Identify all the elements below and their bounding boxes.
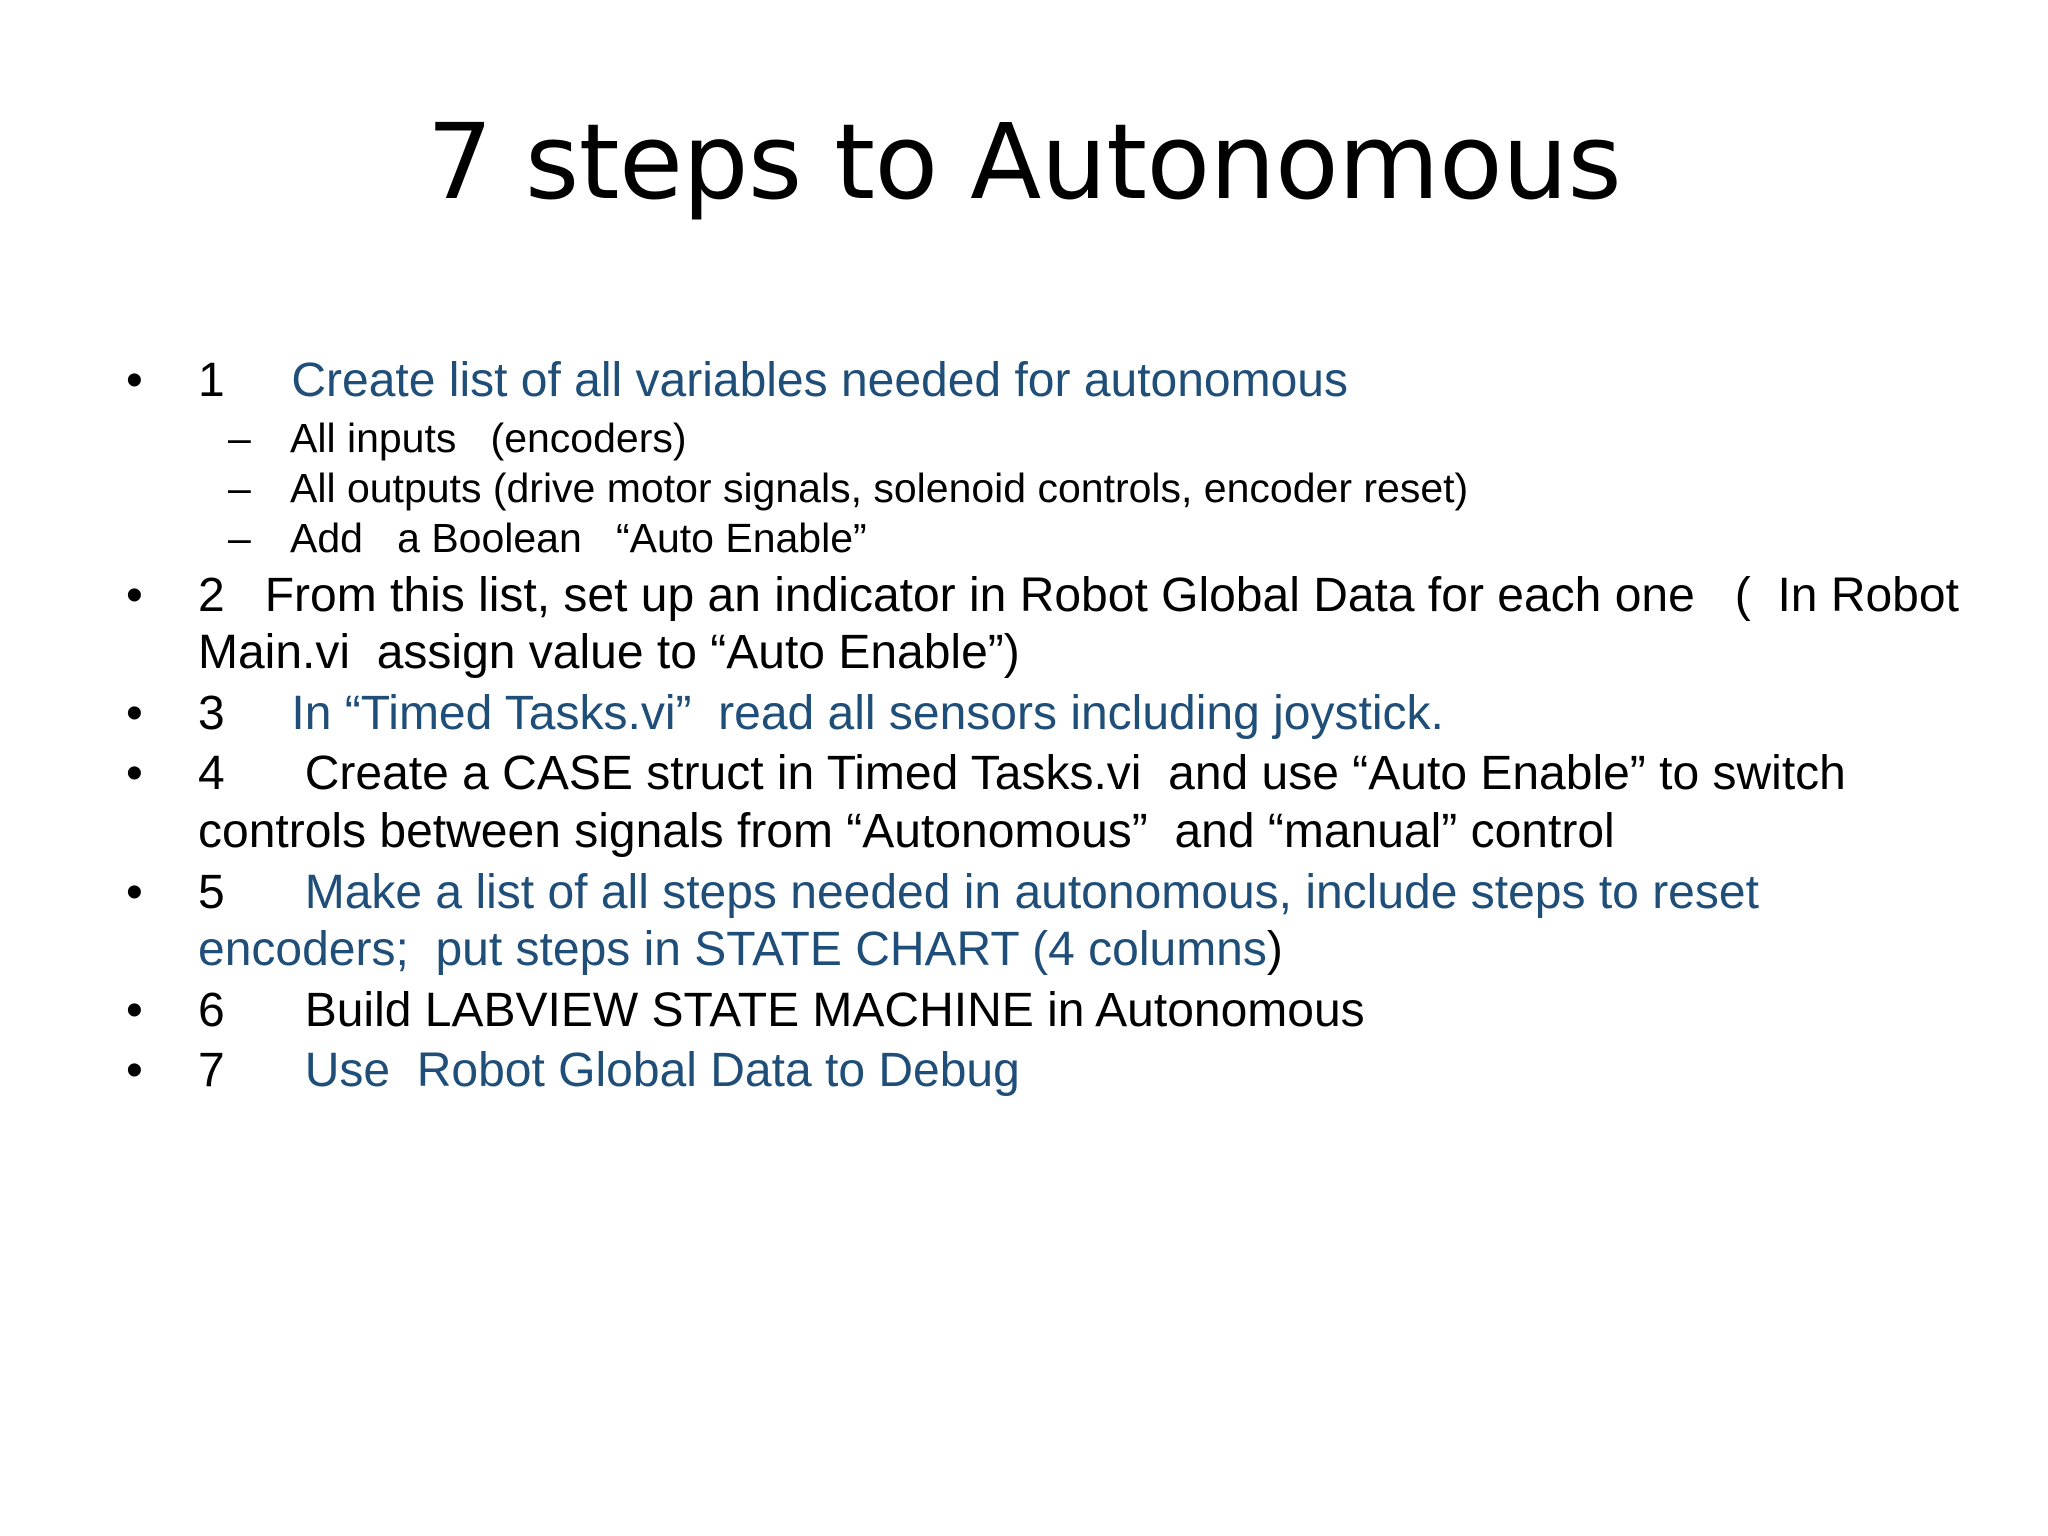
step-number: 1 (198, 354, 225, 407)
list-item: • 4 Create a CASE struct in Timed Tasks.v… (112, 745, 1982, 860)
step-text: From this list, set up an indicator in R… (198, 568, 1959, 680)
dash-bullet-icon: – (228, 464, 251, 511)
sub-list-item: –All inputs (encoders) (216, 413, 1982, 463)
step-number: 5 (198, 865, 225, 919)
sub-step-text: All outputs (drive motor signals, soleno… (290, 464, 1469, 511)
bullet-icon: • (126, 1044, 143, 1098)
step-number-gap (225, 354, 292, 407)
dash-bullet-icon: – (228, 514, 251, 561)
step-text: Create a CASE struct in Timed Tasks.vi a… (198, 747, 1846, 859)
step-text: Use Robot Global Data to Debug (304, 1044, 1020, 1098)
step-number: 4 (198, 747, 225, 801)
steps-list: • 1 Create list of all variables needed f… (112, 352, 1982, 1100)
step-number: 3 (198, 686, 225, 740)
sub-list-item: –All outputs (drive motor signals, solen… (216, 463, 1982, 513)
page-title: 7 steps to Autonomous (426, 101, 1622, 223)
bullet-icon: • (126, 983, 143, 1037)
bullet-icon: • (126, 747, 143, 801)
step-number: 7 (198, 1044, 225, 1098)
dash-bullet-icon: – (228, 414, 251, 461)
step-text: In “Timed Tasks.vi” read all sensors inc… (291, 686, 1444, 740)
list-item: • 7 Use Robot Global Data to Debug (112, 1042, 1982, 1100)
sub-step-text: All inputs (encoders) (290, 414, 687, 461)
step-number-gap (225, 687, 292, 740)
step-text: Create list of all variables needed for … (291, 354, 1348, 407)
step-number-gap (225, 984, 305, 1037)
slide-body: • 1 Create list of all variables needed f… (112, 352, 1982, 1103)
bullet-icon: • (126, 865, 143, 919)
bullet-icon: • (126, 354, 143, 407)
sub-step-text: Add a Boolean “Auto Enable” (290, 514, 867, 561)
sub-steps-wrap: –All inputs (encoders)–All outputs (driv… (216, 413, 1982, 563)
step-number: 6 (198, 983, 225, 1037)
step-number-gap (225, 747, 305, 800)
bullet-icon: • (126, 568, 143, 622)
sub-steps-list: –All inputs (encoders)–All outputs (driv… (216, 413, 1982, 563)
step-text: Make a list of all steps needed in auton… (198, 865, 1759, 977)
bullet-icon: • (126, 686, 143, 740)
list-item: • 5 Make a list of all steps needed in au… (112, 864, 1982, 979)
step-number: 2 (198, 568, 225, 622)
sub-list-item: –Add a Boolean “Auto Enable” (216, 513, 1982, 563)
list-item: • 2 From this list, set up an indicator i… (112, 567, 1982, 682)
list-item: • 6 Build LABVIEW STATE MACHINE in Autono… (112, 982, 1982, 1040)
list-item: • 1 Create list of all variables needed f… (112, 352, 1982, 410)
step-number-gap (225, 569, 265, 622)
step-text: Build LABVIEW STATE MACHINE in Autonomou… (304, 983, 1365, 1037)
list-item: • 3 In “Timed Tasks.vi” read all sensors … (112, 685, 1982, 743)
step-number-gap (225, 1044, 305, 1097)
step-text-trailing: ) (1266, 923, 1283, 977)
step-number-gap (225, 866, 305, 919)
